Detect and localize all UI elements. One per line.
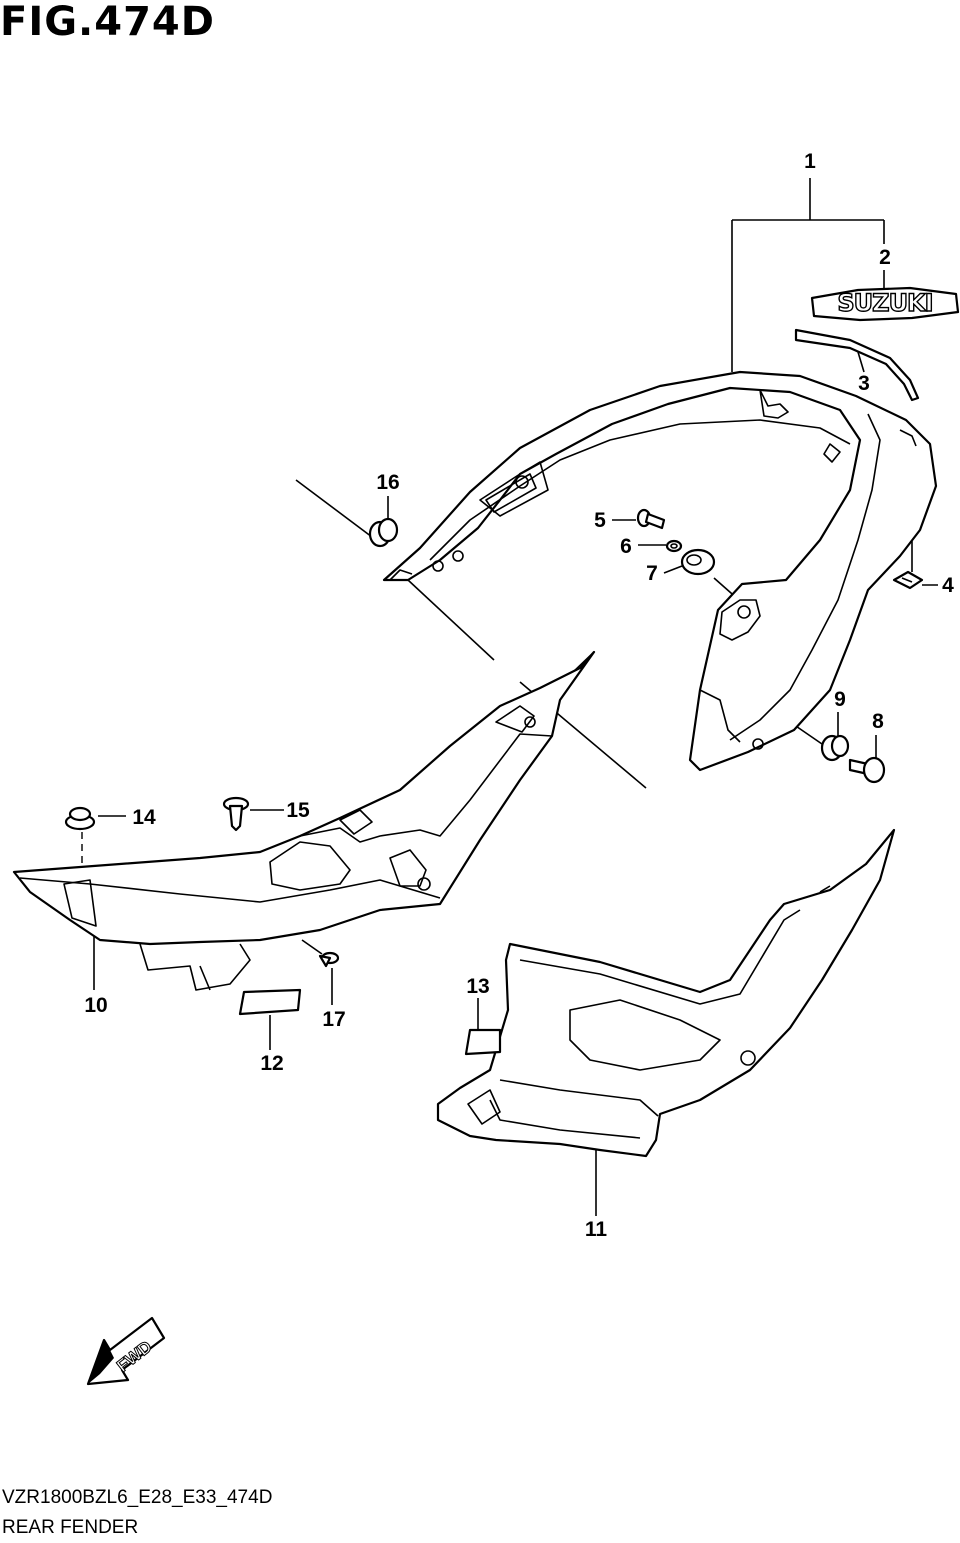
callout-14: 14 (132, 806, 156, 829)
callout-13: 13 (466, 975, 489, 998)
trim-strip-part (794, 328, 920, 402)
callout-15: 15 (286, 799, 310, 822)
model-code: VZR1800BZL6_E28_E33_474D (2, 1487, 273, 1508)
callout-3: 3 (858, 372, 870, 395)
screw-part-17 (318, 951, 340, 968)
callout-6: 6 (620, 535, 632, 558)
callout-labels: 1 2 3 4 5 6 7 8 9 10 11 12 13 14 15 16 1… (84, 150, 954, 1241)
rear-fender-part (12, 650, 596, 991)
nut-clip-part (892, 570, 924, 590)
emblem-text: SUZUKI (837, 289, 932, 317)
pad-part-13 (464, 1028, 502, 1056)
callout-10: 10 (84, 994, 107, 1017)
section-name: REAR FENDER (2, 1517, 139, 1538)
cushion-part-9 (820, 734, 850, 762)
callout-12: 12 (260, 1052, 283, 1075)
bolt-part-5 (636, 508, 666, 530)
lower-side-cover-part (436, 828, 896, 1158)
callout-16: 16 (376, 471, 399, 494)
grommet-part-14 (64, 806, 96, 831)
callout-2: 2 (879, 246, 891, 269)
callout-17: 17 (322, 1008, 345, 1031)
forward-direction-arrow: FWD (86, 1316, 166, 1386)
screw-part-8 (848, 756, 886, 784)
callout-9: 9 (834, 688, 846, 711)
pad-part-12 (238, 988, 302, 1016)
clip-part-15 (222, 796, 250, 832)
grommet-part-7 (680, 548, 716, 576)
rear-cowl-part (382, 370, 938, 772)
suzuki-emblem-part: SUZUKI (810, 286, 960, 322)
figure-title: FIG.474D (0, 0, 215, 45)
callout-8: 8 (872, 710, 884, 733)
callout-7: 7 (646, 562, 658, 585)
callout-1: 1 (804, 150, 816, 173)
washer-part-6 (665, 539, 683, 553)
callout-11: 11 (585, 1218, 608, 1241)
exploded-parts-diagram: SUZUKI (12, 150, 960, 1386)
footer: VZR1800BZL6_E28_E33_474D REAR FENDER (2, 1483, 272, 1543)
callout-5: 5 (594, 509, 606, 532)
callout-4: 4 (942, 574, 954, 597)
cushion-part-16 (368, 517, 399, 548)
